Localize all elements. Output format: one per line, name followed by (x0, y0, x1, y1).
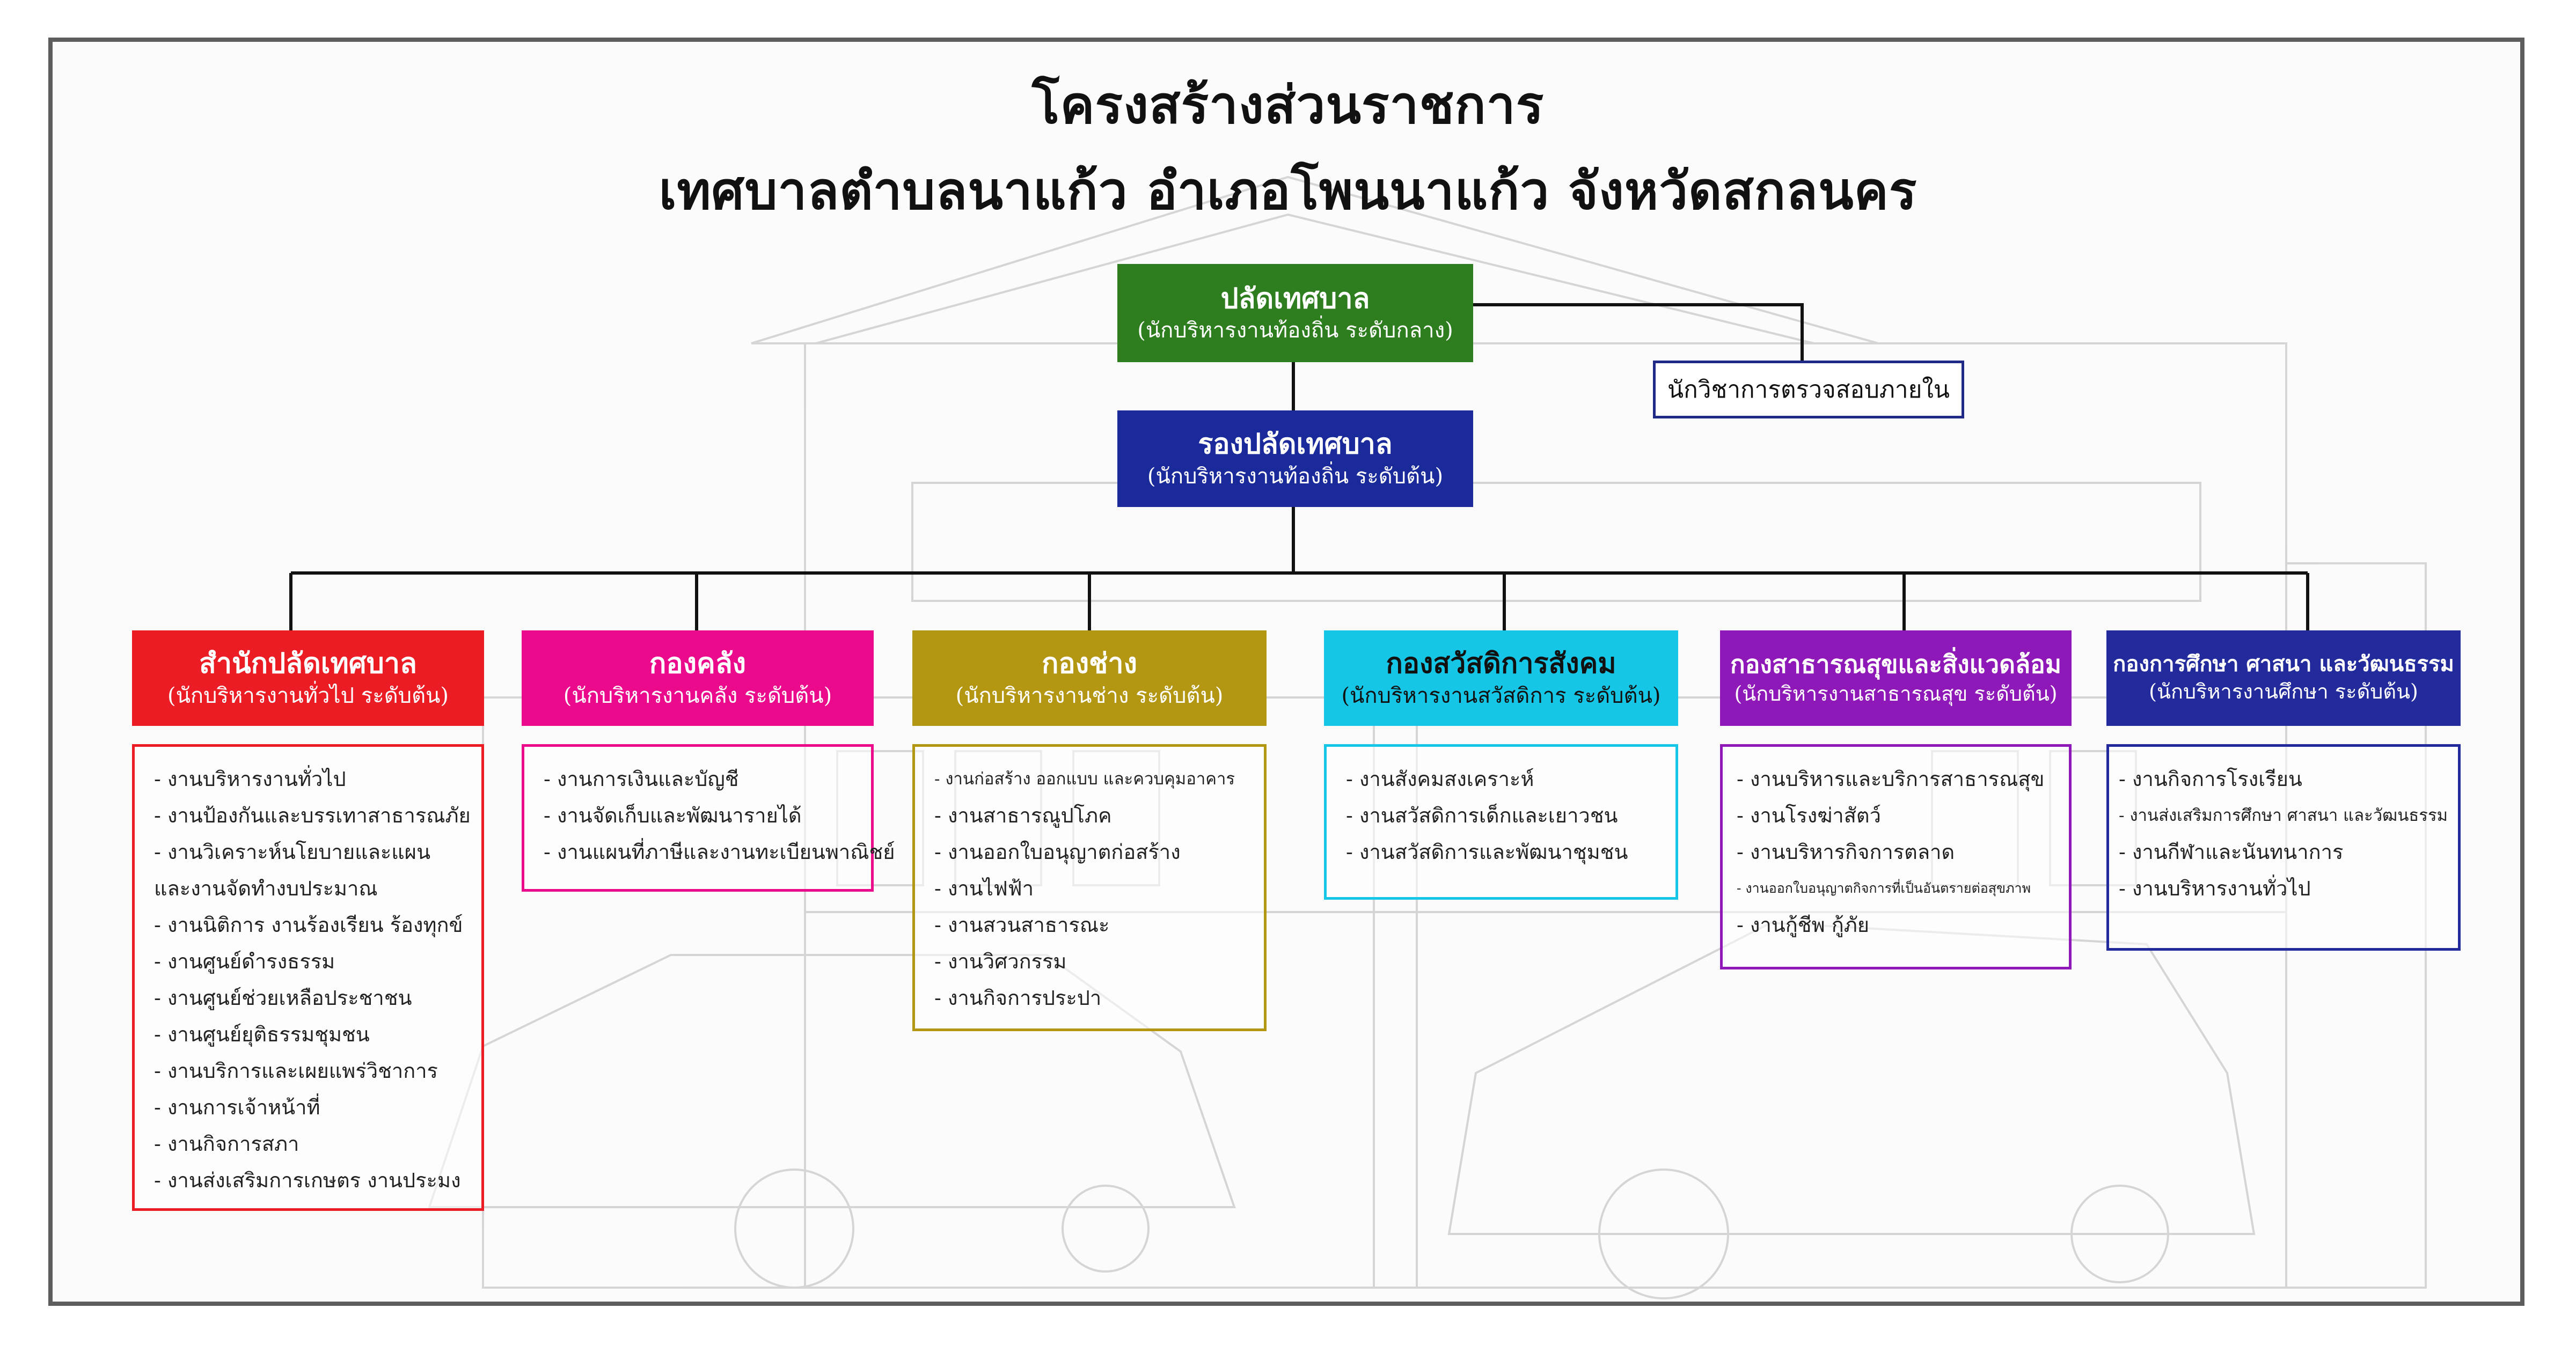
division-tasks-education: - งานกิจการโรงเรียน - งานส่งเสริมการศึกษ… (2106, 744, 2461, 951)
task-item: - งานจัดเก็บและพัฒนารายได้ (544, 804, 802, 827)
division-tasks-engineering: - งานก่อสร้าง ออกแบบ และควบคุมอาคาร - งา… (912, 744, 1267, 1031)
division-header-public-health: กองสาธารณสุขและสิ่งแวดล้อม (นักบริหารงาน… (1720, 630, 2072, 726)
task-item: - งานศูนย์ยุติธรรมชุมชน (154, 1023, 370, 1046)
task-item: - งานศูนย์ดำรงธรรม (154, 950, 335, 973)
division-subtitle: (นักบริหารงานสาธารณสุข ระดับต้น) (1734, 681, 2058, 706)
task-item: - งานส่งเสริมการศึกษา ศาสนา และวัฒนธรรม (2119, 806, 2448, 825)
task-item: - งานกีฬาและนันทนาการ (2119, 840, 2344, 864)
deputy-subtitle: (นักบริหารงานท้องถิ่น ระดับต้น) (1147, 464, 1444, 489)
division-header-social-welfare: กองสวัสดิการสังคม (นักบริหารงานสวัสดิการ… (1324, 630, 1678, 726)
task-item: - งานบริหารงานทั่วไป (2119, 877, 2311, 900)
task-item: - งานส่งเสริมการเกษตร งานประมง (154, 1169, 461, 1192)
task-item: - งานสวนสาธารณะ (934, 913, 1110, 937)
division-tasks-social-welfare: - งานสังคมสงเคราะห์ - งานสวัสดิการเด็กแล… (1324, 744, 1678, 900)
division-title: กองสวัสดิการสังคม (1386, 647, 1616, 680)
task-item: - งานบริหารกิจการตลาด (1737, 840, 1955, 864)
division-tasks-general-admin: - งานบริหารงานทั่วไป - งานป้องกันและบรรเ… (132, 744, 484, 1211)
task-item: - งานวิศวกรรม (934, 950, 1067, 973)
task-item: - งานกิจการสภา (154, 1132, 299, 1156)
chief-subtitle: (นักบริหารงานท้องถิ่น ระดับกลาง) (1137, 318, 1453, 343)
division-title: กองสาธารณสุขและสิ่งแวดล้อม (1730, 649, 2062, 679)
task-item: - งานกิจการโรงเรียน (2119, 767, 2302, 791)
task-item: - งานโรงฆ่าสัตว์ (1737, 804, 1881, 827)
task-item: - งานศูนย์ช่วยเหลือประชาชน (154, 986, 412, 1010)
division-subtitle: (นักบริหารงานทั่วไป ระดับต้น) (167, 683, 449, 708)
task-item: - งานแผนที่ภาษีและงานทะเบียนพาณิชย์ (544, 840, 895, 864)
task-item: - งานการเจ้าหน้าที่ (154, 1096, 320, 1119)
task-item: และงานจัดทำงบประมาณ (154, 877, 378, 900)
division-title: กองการศึกษา ศาสนา และวัฒนธรรม (2113, 651, 2454, 677)
division-subtitle: (นักบริหารงานคลัง ระดับต้น) (563, 683, 832, 708)
division-subtitle: (นักบริหารงานสวัสดิการ ระดับต้น) (1341, 683, 1661, 708)
division-subtitle: (นักบริหารงานช่าง ระดับต้น) (955, 683, 1224, 708)
division-header-education: กองการศึกษา ศาสนา และวัฒนธรรม (นักบริหาร… (2106, 630, 2461, 726)
division-header-general-admin: สำนักปลัดเทศบาล (นักบริหารงานทั่วไป ระดั… (132, 630, 484, 726)
chart-title: โครงสร้างส่วนราชการ (1031, 75, 1545, 135)
task-item: - งานออกใบอนุญาตกิจการที่เป็นอันตรายต่อส… (1737, 880, 2031, 896)
auditor-label: นักวิชาการตรวจสอบภายใน (1667, 376, 1950, 403)
task-item: - งานออกใบอนุญาตก่อสร้าง (934, 840, 1181, 864)
task-item: - งานป้องกันและบรรเทาสาธารณภัย (154, 804, 471, 827)
task-item: - งานบริหารและบริการสาธารณสุข (1737, 767, 2045, 791)
division-header-engineering: กองช่าง (นักบริหารงานช่าง ระดับต้น) (912, 630, 1267, 726)
task-item: - งานสาธารณูปโภค (934, 804, 1112, 827)
chart-subtitle: เทศบาลตำบลนาแก้ว อำเภอโพนนาแก้ว จังหวัดส… (658, 160, 1918, 221)
task-item: - งานกู้ชีพ กู้ภัย (1737, 913, 1870, 937)
chief-title: ปลัดเทศบาล (1220, 282, 1370, 315)
connector-chief-auditor (1473, 303, 1804, 361)
task-item: - งานไฟฟ้า (934, 877, 1034, 900)
task-item: - งานกิจการประปา (934, 986, 1102, 1010)
division-tasks-finance: - งานการเงินและบัญชี - งานจัดเก็บและพัฒน… (522, 744, 895, 892)
task-item: - งานสังคมสงเคราะห์ (1346, 767, 1534, 791)
deputy-title: รองปลัดเทศบาล (1198, 428, 1393, 461)
division-tasks-public-health: - งานบริหารและบริการสาธารณสุข - งานโรงฆ่… (1720, 744, 2072, 969)
task-item: - งานก่อสร้าง ออกแบบ และควบคุมอาคาร (934, 769, 1235, 789)
task-item: - งานบริการและเผยแพร่วิชาการ (154, 1059, 438, 1083)
task-item: - งานนิติการ งานร้องเรียน ร้องทุกข์ (154, 913, 463, 937)
division-title: สำนักปลัดเทศบาล (199, 647, 417, 680)
division-title: กองช่าง (1042, 647, 1137, 680)
chief-box: ปลัดเทศบาล (นักบริหารงานท้องถิ่น ระดับกล… (1117, 264, 1473, 362)
division-subtitle: (นักบริหารงานศึกษา ระดับต้น) (2149, 680, 2418, 704)
task-item: - งานวิเคราะห์นโยบายและแผน (154, 840, 431, 864)
auditor-box: นักวิชาการตรวจสอบภายใน (1653, 361, 1964, 418)
task-item: - งานบริหารงานทั่วไป (154, 767, 346, 791)
task-item: - งานสวัสดิการเด็กและเยาวชน (1346, 804, 1618, 827)
division-title: กองคลัง (649, 647, 747, 680)
deputy-box: รองปลัดเทศบาล (นักบริหารงานท้องถิ่น ระดั… (1117, 410, 1473, 507)
task-item: - งานสวัสดิการและพัฒนาชุมชน (1346, 840, 1628, 864)
task-item: - งานการเงินและบัญชี (544, 767, 739, 791)
division-header-finance: กองคลัง (นักบริหารงานคลัง ระดับต้น) (522, 630, 874, 726)
